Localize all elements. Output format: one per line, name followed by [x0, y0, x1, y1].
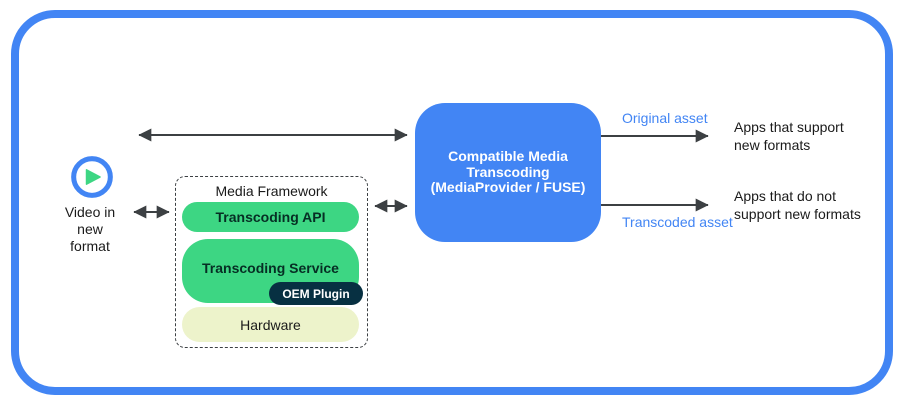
hardware-box: Hardware	[182, 307, 359, 342]
apps-no-support-label: Apps that do not support new formats	[734, 188, 861, 223]
oem-plugin-badge: OEM Plugin	[269, 282, 363, 305]
oem-plugin-label: OEM Plugin	[282, 286, 350, 301]
original-asset-label: Original asset	[622, 110, 708, 126]
apps-support-line: Apps that support	[734, 119, 844, 135]
source-label-line: format	[70, 238, 110, 254]
compatible-media-transcoding-box: Compatible Media Transcoding (MediaProvi…	[415, 103, 601, 242]
media-framework-title: Media Framework	[215, 183, 328, 199]
transcoding-service-box: Transcoding Service OEM Plugin	[182, 239, 363, 305]
source-label: Video in new format	[46, 204, 134, 255]
source-label-line: new	[77, 221, 103, 237]
transcoding-api-box: Transcoding API	[182, 202, 359, 232]
transcoding-api-label: Transcoding API	[215, 209, 326, 225]
apps-support-label: Apps that support new formats	[734, 119, 844, 154]
hardware-label: Hardware	[240, 316, 301, 333]
transcoder-label-line: Compatible Media	[448, 148, 568, 165]
source-label-line: Video in	[64, 204, 116, 220]
transcoder-label-line: Transcoding	[466, 163, 550, 180]
play-icon	[71, 156, 113, 198]
outer-border	[11, 10, 893, 395]
transcoding-service-label: Transcoding Service	[202, 260, 339, 276]
transcoded-asset-label: Transcoded asset	[622, 214, 733, 230]
apps-no-support-line: support new formats	[734, 205, 861, 222]
media-framework-group: Media Framework Transcoding API Transcod…	[175, 176, 368, 348]
apps-no-support-line: Apps that do not	[734, 188, 836, 204]
apps-support-line: new formats	[734, 136, 811, 153]
transcoder-label-line: (MediaProvider / FUSE)	[430, 179, 586, 196]
